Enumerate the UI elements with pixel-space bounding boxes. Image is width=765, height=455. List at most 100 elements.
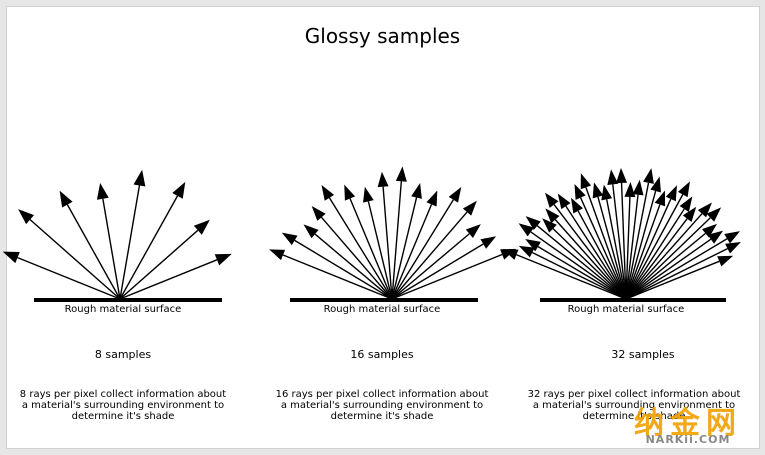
ray-line (597, 196, 627, 300)
arrowhead-icon (707, 230, 724, 244)
arrowhead-icon (643, 168, 654, 184)
ray-line (620, 182, 627, 300)
arrowhead-icon (616, 167, 628, 184)
ray-line (119, 259, 218, 300)
ray-line (553, 204, 627, 300)
arrowhead-icon (592, 182, 604, 199)
surface-label-32: Rough material surface (567, 304, 685, 315)
ray-line (294, 239, 393, 300)
ray-line (391, 233, 470, 300)
description-line: determine it's shade (71, 411, 175, 422)
description-line: determine it's shade (582, 411, 686, 422)
arrowhead-icon (545, 208, 560, 224)
ray-line (391, 197, 418, 300)
arrowhead-icon (59, 190, 73, 208)
ray-line (625, 238, 712, 300)
ray-line (585, 187, 627, 300)
arrowhead-icon (2, 251, 20, 264)
ray-fan-16 (269, 166, 517, 302)
ray-fan-8 (2, 169, 232, 302)
arrowhead-icon (377, 171, 389, 188)
arrowhead-icon (303, 224, 319, 239)
arrowhead-icon (518, 223, 534, 237)
arrowhead-icon (311, 205, 326, 221)
ray-line (119, 229, 199, 300)
arrowhead-icon (701, 223, 718, 238)
ray-line (565, 205, 627, 300)
ray-line (625, 208, 685, 300)
ray-line (29, 219, 121, 300)
caption-32-samples: 32 samples (611, 348, 675, 361)
arrowhead-icon (725, 241, 741, 254)
arrowhead-icon (724, 231, 741, 244)
arrowhead-icon (96, 183, 109, 200)
description-line: 8 rays per pixel collect information abo… (19, 389, 227, 400)
ray-line (605, 199, 627, 300)
diagram-title: Glossy samples (304, 24, 461, 48)
ray-line (612, 184, 627, 300)
ray-line (391, 243, 484, 300)
arrowhead-icon (542, 218, 557, 233)
arrowhead-icon (717, 255, 734, 267)
ray-line (328, 197, 393, 300)
arrowhead-icon (462, 200, 477, 216)
watermark-logo-text: 纳金网 (634, 406, 742, 441)
ray-line (349, 198, 393, 300)
ray-line (625, 248, 728, 300)
caption-8-samples: 8 samples (94, 348, 152, 361)
ray-line (531, 251, 627, 300)
arrowhead-icon (682, 206, 697, 223)
description-32-samples: 32 rays per pixel collect information ab… (521, 389, 747, 422)
arrowhead-icon (502, 249, 519, 260)
arrowhead-icon (525, 238, 541, 252)
ray-line (282, 254, 393, 300)
arrowhead-icon (580, 173, 592, 190)
arrowhead-icon (557, 193, 571, 210)
ray-line (625, 232, 706, 300)
arrowhead-icon (133, 169, 146, 187)
ray-line (391, 181, 403, 300)
description-line: 16 rays per pixel collect information ab… (275, 389, 489, 400)
ray-line (625, 190, 657, 300)
arrowhead-icon (395, 166, 407, 182)
surface-label-16: Rough material surface (323, 304, 441, 315)
arrowhead-icon (363, 186, 374, 203)
arrowhead-icon (677, 181, 690, 198)
arrowhead-icon (654, 190, 666, 207)
arrowhead-icon (697, 202, 712, 218)
arrowhead-icon (18, 209, 35, 225)
ray-line (530, 231, 627, 300)
ray-line (119, 185, 141, 300)
description-8-samples: 8 rays per pixel collect information abo… (8, 389, 238, 422)
arrowhead-icon (574, 183, 586, 200)
arrowhead-icon (321, 185, 335, 201)
arrowhead-icon (607, 169, 619, 185)
ray-line (391, 253, 503, 300)
ray-line (391, 211, 468, 300)
arrowhead-icon (525, 216, 541, 230)
ray-line (554, 219, 627, 300)
ray-line (382, 186, 393, 300)
arrowhead-icon (665, 185, 677, 202)
ray-line (314, 233, 393, 300)
arrowhead-icon (214, 253, 232, 266)
arrowhead-icon (411, 182, 422, 199)
ray-line (17, 256, 121, 300)
ray-line (625, 238, 728, 300)
ray-line (625, 198, 672, 300)
description-line: determine it's shade (330, 411, 434, 422)
arrowhead-icon (650, 176, 661, 193)
description-line: a material's surrounding environment to (280, 400, 484, 411)
ray-fan-32 (502, 167, 741, 302)
arrowhead-icon (601, 184, 613, 201)
ray-line (625, 218, 688, 300)
description-line: a material's surrounding environment to (21, 400, 225, 411)
ray-line (119, 195, 179, 300)
ray-line (537, 246, 627, 300)
description-line: 32 rays per pixel collect information ab… (527, 389, 741, 400)
arrowhead-icon (706, 207, 722, 222)
description-16-samples: 16 rays per pixel collect information ab… (272, 389, 492, 422)
arrowhead-icon (518, 245, 535, 258)
ray-line (625, 182, 650, 300)
